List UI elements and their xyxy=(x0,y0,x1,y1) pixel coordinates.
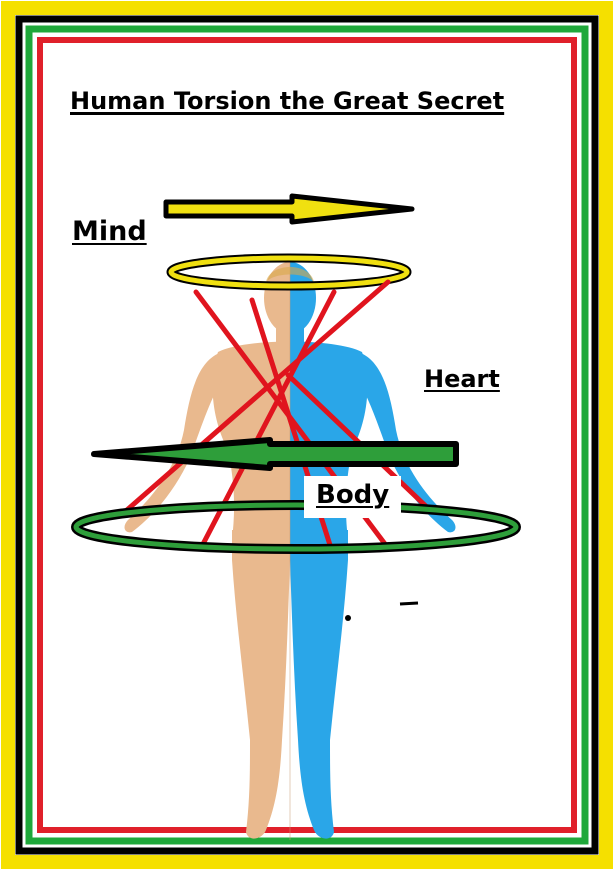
body-ring xyxy=(73,502,519,552)
mind-ring xyxy=(168,255,410,289)
green-border xyxy=(25,25,589,845)
ink-dot xyxy=(345,615,351,621)
heart-label: Heart xyxy=(424,365,500,393)
mind-right-arrow-icon xyxy=(163,193,415,225)
body-label: Body xyxy=(304,476,402,518)
hair-icon xyxy=(266,267,314,282)
ink-dash xyxy=(399,601,419,606)
red-border xyxy=(37,37,577,833)
body-left-arrow-icon xyxy=(91,437,459,471)
diagram-title: Human Torsion the Great Secret xyxy=(70,87,505,115)
black-border xyxy=(15,15,599,855)
mind-label: Mind xyxy=(72,216,147,247)
